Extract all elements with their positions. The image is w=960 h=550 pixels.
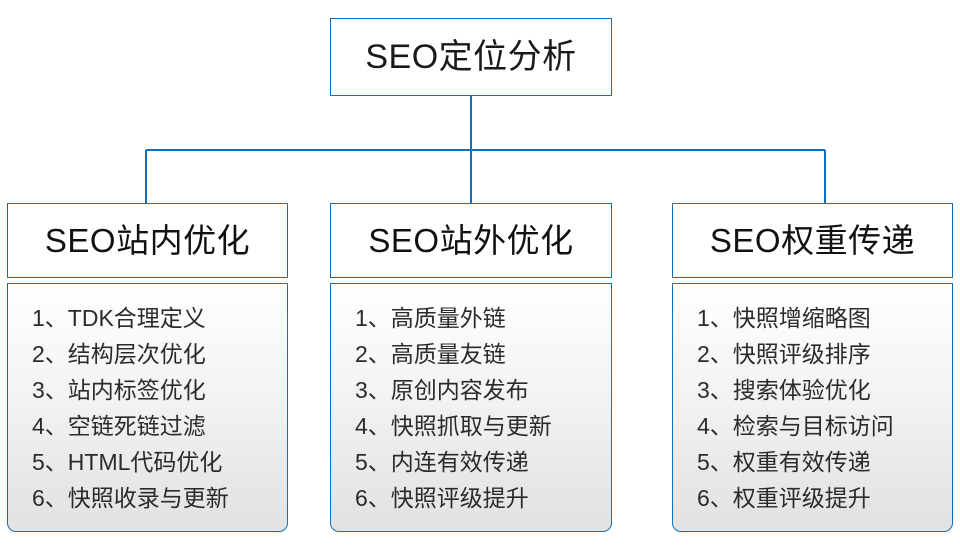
branch-body-3: 1、快照增缩略图 2、快照评级排序 3、搜索体验优化 4、检索与目标访问 5、权…	[672, 283, 953, 532]
branch-1-item-list: 1、TDK合理定义 2、结构层次优化 3、站内标签优化 4、空链死链过滤 5、H…	[8, 300, 287, 516]
branch-column-3: SEO权重传递 1、快照增缩略图 2、快照评级排序 3、搜索体验优化 4、检索与…	[672, 203, 953, 532]
list-item: 5、HTML代码优化	[32, 449, 223, 475]
branch-header-3-label: SEO权重传递	[709, 222, 916, 259]
list-item: 2、快照评级排序	[697, 341, 871, 367]
list-item: 4、检索与目标访问	[697, 413, 894, 439]
branch-column-2: SEO站外优化 1、高质量外链 2、高质量友链 3、原创内容发布 4、快照抓取与…	[330, 203, 612, 532]
list-item: 6、权重评级提升	[697, 485, 871, 511]
branch-3-item-list: 1、快照增缩略图 2、快照评级排序 3、搜索体验优化 4、检索与目标访问 5、权…	[673, 300, 952, 516]
list-item: 2、高质量友链	[355, 341, 506, 367]
list-item: 1、TDK合理定义	[32, 305, 206, 331]
root-node[interactable]: SEO定位分析	[330, 18, 612, 96]
list-item: 3、站内标签优化	[32, 377, 206, 403]
list-item: 1、高质量外链	[355, 305, 506, 331]
list-item: 6、快照评级提升	[355, 485, 529, 511]
branch-header-1-label: SEO站内优化	[44, 222, 251, 259]
branch-header-3[interactable]: SEO权重传递	[672, 203, 953, 278]
branch-header-1[interactable]: SEO站内优化	[7, 203, 288, 278]
list-item: 4、空链死链过滤	[32, 413, 206, 439]
list-item: 2、结构层次优化	[32, 341, 206, 367]
branch-column-1: SEO站内优化 1、TDK合理定义 2、结构层次优化 3、站内标签优化 4、空链…	[7, 203, 288, 532]
branch-header-2-label: SEO站外优化	[368, 222, 574, 259]
list-item: 5、权重有效传递	[697, 449, 871, 475]
list-item: 5、内连有效传递	[355, 449, 529, 475]
list-item: 3、搜索体验优化	[697, 377, 871, 403]
list-item: 1、快照增缩略图	[697, 305, 871, 331]
branch-body-1: 1、TDK合理定义 2、结构层次优化 3、站内标签优化 4、空链死链过滤 5、H…	[7, 283, 288, 532]
branch-2-item-list: 1、高质量外链 2、高质量友链 3、原创内容发布 4、快照抓取与更新 5、内连有…	[331, 300, 611, 516]
list-item: 6、快照收录与更新	[32, 485, 229, 511]
list-item: 4、快照抓取与更新	[355, 413, 552, 439]
branch-body-2: 1、高质量外链 2、高质量友链 3、原创内容发布 4、快照抓取与更新 5、内连有…	[330, 283, 612, 532]
list-item: 3、原创内容发布	[355, 377, 529, 403]
branch-header-2[interactable]: SEO站外优化	[330, 203, 612, 278]
root-node-label: SEO定位分析	[365, 38, 577, 76]
